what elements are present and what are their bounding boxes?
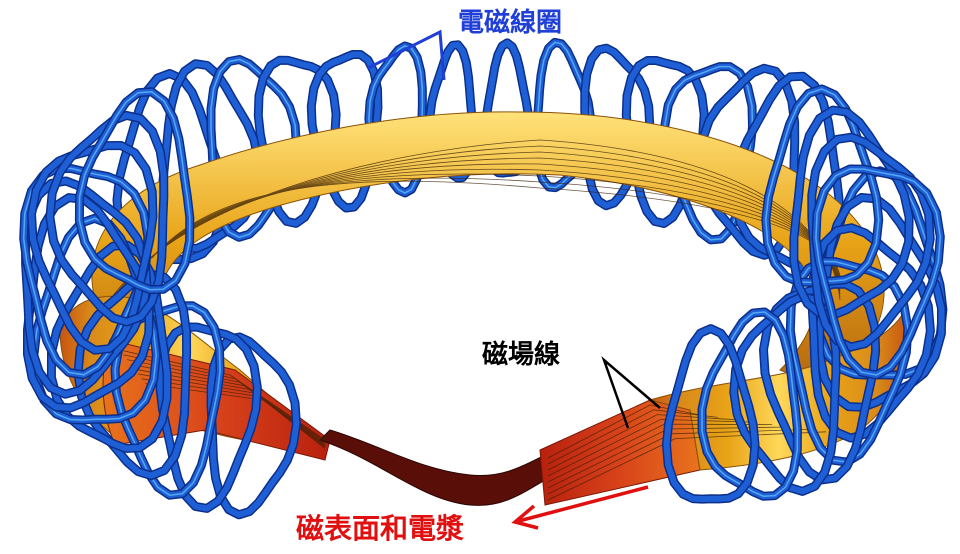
plasma-pointer: [511, 485, 649, 530]
coil-loop: [663, 325, 758, 503]
coil-loop: [255, 57, 340, 227]
coil-loop: [46, 112, 167, 325]
coil-loop: [760, 281, 879, 483]
field-lines-label: 磁場線: [482, 340, 561, 370]
coil-highlight: [815, 168, 942, 376]
plasma-tube-twist: [319, 429, 546, 506]
coil-loop: [809, 224, 934, 442]
coil-loop: [308, 51, 381, 211]
coil-loop: [790, 107, 913, 318]
coil-highlight: [789, 260, 909, 463]
coil-highlight: [210, 58, 298, 239]
coil-loop: [28, 142, 156, 354]
field-line: [547, 409, 719, 465]
field-line: [547, 404, 701, 459]
coil-loops-icon: [19, 84, 948, 520]
coil-highlight: [368, 45, 424, 194]
coil-loop: [22, 178, 150, 398]
field-line: [547, 414, 737, 471]
coil-highlight: [701, 311, 799, 497]
coil-highlight: [78, 91, 191, 291]
field-lines-pointer: [601, 356, 661, 429]
coil-highlight: [114, 305, 221, 496]
field-line: [547, 431, 827, 501]
coils-pointer: [367, 29, 446, 81]
field-line: [547, 418, 755, 477]
plasma-surface-label: 磁表面和電漿: [296, 512, 465, 545]
coils-label: 電磁線圈: [458, 8, 563, 38]
